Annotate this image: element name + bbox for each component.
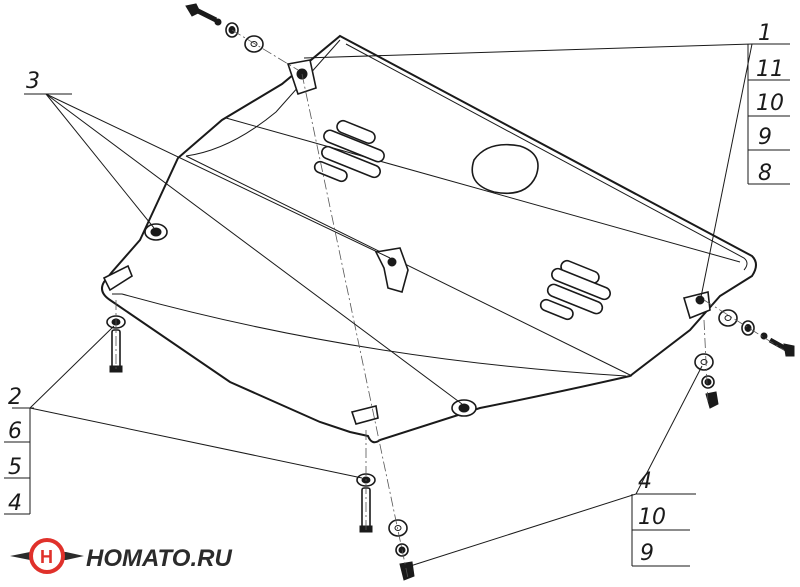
callout-label: 11 [756,57,784,82]
top-bolt-stack [185,3,264,53]
logo-text: HOMATO.RU [86,545,232,572]
callout-bottom-right: 4 10 9 [631,469,690,567]
callout-label: 3 [26,69,40,94]
mounting-brackets [102,59,711,425]
callout-label: 6 [8,419,22,444]
assembly-axes [115,29,785,579]
callout-label: 9 [640,541,654,566]
right-bolt-stack [718,309,795,357]
plate-washers [144,223,477,417]
callout-label: 1 [758,21,772,46]
bottom-bolt-stack [388,519,415,581]
callout-label: 2 [8,385,22,410]
skid-plate [101,34,757,444]
brand-logo[interactable]: H HOMATO.RU [10,538,232,574]
callout-label: 4 [638,469,652,494]
access-hole [471,143,539,195]
callout-label: 10 [638,505,666,530]
logo-ring-icon [29,538,65,574]
callout-label: 4 [8,491,22,516]
callout-left-upper: 3 [26,69,40,94]
right-lower-bolt-stack [694,353,719,409]
logo-letter-icon: H [40,547,53,567]
callout-top-right: 1 11 10 9 8 [747,21,790,186]
callout-label: 10 [756,91,784,116]
callout-label: 5 [8,455,22,480]
lower-slots [539,259,611,321]
upper-slots [313,119,385,183]
callout-label: 9 [758,125,772,150]
callout-label: 8 [758,161,772,186]
callout-left-lower: 2 6 5 4 [4,385,31,516]
